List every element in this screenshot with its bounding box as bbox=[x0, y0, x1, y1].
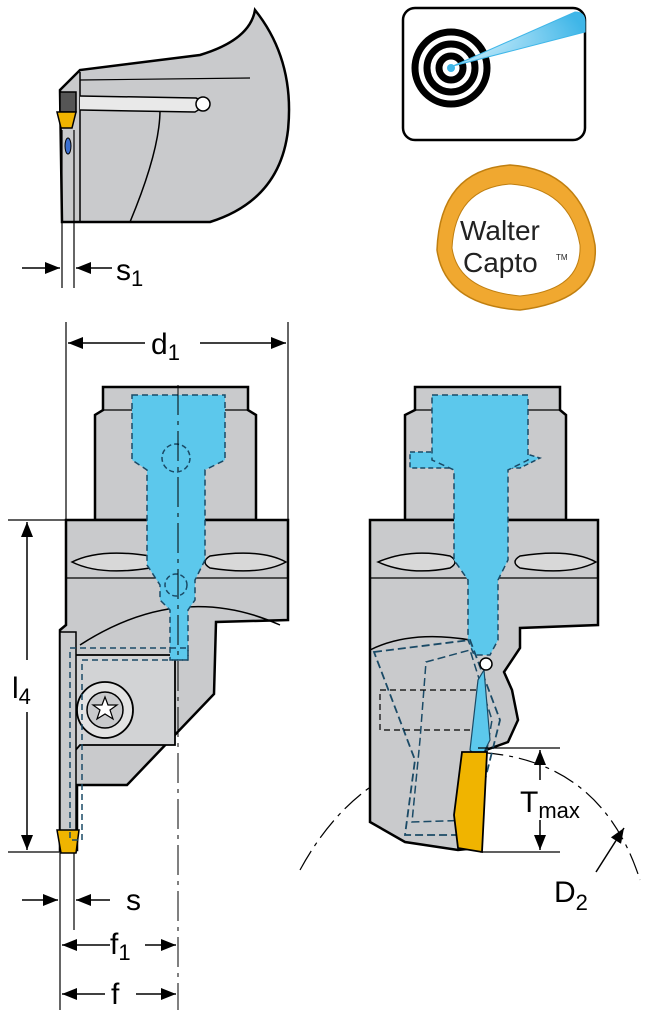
dim-tmax: Tmax bbox=[520, 786, 580, 823]
front-insert bbox=[56, 829, 80, 854]
dim-f1: f1 bbox=[110, 928, 131, 965]
detail-view bbox=[22, 7, 291, 288]
walter-capto-logo: Walter Capto TM bbox=[436, 164, 596, 311]
logo-walter: Walter bbox=[460, 215, 540, 246]
l4-dimension bbox=[8, 519, 66, 853]
d1-dimension bbox=[65, 322, 289, 520]
dim-d2: D2 bbox=[554, 876, 588, 915]
side-insert bbox=[453, 751, 488, 854]
dim-l4: l4 bbox=[12, 672, 31, 709]
dim-d1: d1 bbox=[151, 328, 180, 365]
dim-s: s bbox=[126, 884, 141, 917]
dim-s1: s1 bbox=[116, 254, 143, 291]
front-view bbox=[56, 385, 290, 1010]
dim-f: f bbox=[111, 978, 120, 1011]
detail-insert bbox=[56, 111, 77, 129]
logo-tm: TM bbox=[556, 253, 568, 262]
internal-coolant-target-icon bbox=[401, 6, 587, 142]
side-view bbox=[299, 385, 641, 881]
logo-capto: Capto bbox=[463, 247, 538, 278]
bottom-dimensions bbox=[22, 853, 176, 1010]
